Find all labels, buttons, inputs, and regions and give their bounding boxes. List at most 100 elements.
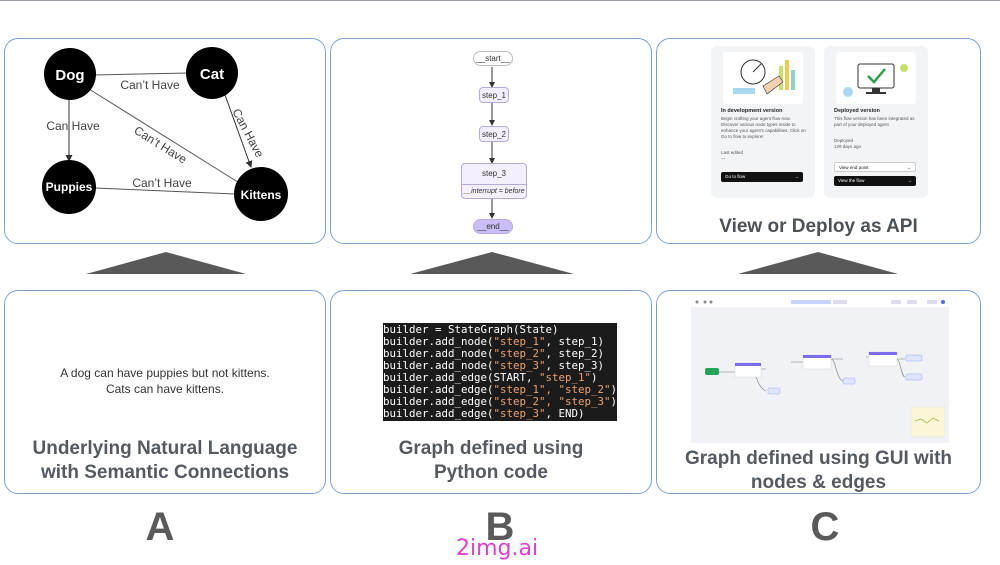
code-string: "step_3" [493, 407, 546, 420]
code-line: builder.add_node("step_1", step_1) [383, 336, 617, 348]
flow-step1-node: step_1 [479, 87, 509, 103]
up-arrow-b [410, 252, 574, 274]
code-text: ) [610, 383, 618, 396]
label-a: A [145, 505, 175, 549]
gui-caption: Graph defined using GUI with nodes & edg… [684, 448, 953, 493]
panel-b-flow: __start__ step_1 step_2 step_3 __interru… [330, 38, 652, 244]
deployed-illustration [836, 52, 916, 104]
view-the-flow-label: View the flow [838, 178, 865, 183]
flow-edges [489, 67, 495, 219]
code-line: builder.add_node("step_2", step_2) [383, 348, 617, 360]
dev-card-desc: Begin crafting your agent flow now. Disc… [721, 116, 806, 139]
python-code-caption: Graph defined using Python code [398, 438, 584, 483]
top-rule [0, 0, 1000, 1]
flow-step3-label: step_3 [481, 169, 507, 178]
node-cat-label: Cat [200, 66, 224, 83]
code-text: , step_2) [545, 347, 605, 360]
panel-a-text: A dog can have puppies but not kittens. … [4, 290, 326, 494]
code-text: builder.add_node( [383, 347, 494, 360]
go-to-flow-label: Go to flow [725, 174, 746, 179]
code-string: "step_2" [493, 347, 546, 360]
code-line: builder.add_edge("step_1", "step_2") [383, 384, 617, 396]
panel-a-graph: Dog Cat Puppies Kittens Can’t Have Can H… [4, 38, 326, 244]
code-line: builder = StateGraph(State) [383, 324, 617, 336]
deploy-caption: View or Deploy as API [719, 216, 918, 237]
arrow-right-icon: → [906, 165, 912, 170]
flow-start-node: __start__ [473, 51, 513, 66]
edge-cat-kittens [224, 94, 253, 168]
code-text: ) [591, 371, 598, 384]
natural-language-caption: Underlying Natural Language with Semanti… [32, 438, 298, 483]
flow-end-label: __end__ [477, 222, 509, 231]
flow-step1-label: step_1 [481, 91, 507, 100]
monitor-check-icon [843, 63, 908, 97]
code-line: builder.add_edge("step_3", END) [383, 408, 617, 420]
up-arrow-c [738, 252, 898, 274]
python-code-block: builder = StateGraph(State)builder.add_n… [383, 323, 618, 421]
code-line: builder.add_node("step_3", step_3) [383, 360, 617, 372]
deployed-card-title: Deployed version [834, 108, 880, 114]
code-string: "step_1" [493, 335, 546, 348]
deployed-card-desc: This flow version has been integrated as… [834, 116, 915, 127]
code-line: builder.add_edge("step_2", "step_3") [383, 396, 617, 408]
code-text: builder.add_edge(START, [383, 371, 540, 384]
node-puppies [42, 160, 96, 214]
code-text: builder.add_edge( [383, 407, 494, 420]
edge-label-dog-kittens: Can’t Have [132, 123, 190, 167]
arrow-right-icon: → [907, 178, 913, 183]
go-to-flow-button[interactable]: Go to flow → [721, 172, 803, 182]
node-kittens [234, 167, 288, 221]
dev-illustration [723, 52, 803, 104]
deployed-version-card: Deployed version This flow version has b… [824, 46, 928, 198]
edge-label-puppies-kittens: Can’t Have [132, 176, 192, 190]
node-cat [186, 47, 238, 99]
label-c: C [810, 505, 840, 549]
gui-graph-canvas [691, 297, 949, 438]
arrow-right-icon: → [794, 174, 800, 179]
flow-step3-node: step_3 __interrupt = before [461, 163, 527, 199]
semantic-graph: Dog Cat Puppies Kittens Can’t Have Can H… [42, 47, 288, 221]
natural-language-text: A dog can have puppies but not kittens. … [60, 366, 270, 396]
edge-label-dog-puppies: Can Have [46, 119, 100, 133]
code-text: builder.add_node( [383, 335, 494, 348]
edge-dog-kittens [88, 88, 242, 185]
code-string: "step_1", "step_2" [493, 383, 611, 396]
code-string: "step_3" [493, 359, 546, 372]
code-text: ) [610, 395, 618, 408]
view-endpoint-label: View end point [839, 165, 869, 170]
edge-label-cat-kittens: Can Have [229, 106, 267, 160]
view-the-flow-button[interactable]: View the flow → [834, 176, 916, 186]
flow-step2-node: step_2 [479, 126, 509, 142]
code-text: builder.add_edge( [383, 395, 494, 408]
deployed-card-meta-value: 129 days ago [834, 144, 862, 149]
code-text: , step_1) [545, 335, 605, 348]
up-arrow-a [86, 252, 246, 274]
node-puppies-label: Puppies [46, 180, 93, 194]
code-text: builder.add_node( [383, 359, 494, 372]
flow-start-label: __start__ [476, 54, 510, 63]
code-text: , END) [545, 407, 585, 420]
code-string: "step_1" [539, 371, 592, 384]
node-dog [44, 48, 96, 100]
dev-card-title: In development version [721, 108, 783, 114]
code-text: , step_3) [545, 359, 605, 372]
code-line: builder.add_edge(START, "step_1") [383, 372, 617, 384]
deployed-card-meta-label: Deployed [834, 138, 854, 143]
edge-dog-cat [93, 72, 190, 76]
watermark-text: 2img.ai [456, 536, 539, 561]
gui-editor-screenshot [691, 297, 949, 443]
flow-end-node: __end__ [473, 219, 513, 234]
edge-puppies-kittens [94, 187, 236, 195]
dev-version-card: In development version Begin crafting yo… [711, 46, 815, 198]
node-dog-label: Dog [55, 67, 84, 84]
panel-b-code: builder = StateGraph(State)builder.add_n… [330, 290, 652, 494]
flow-step2-label: step_2 [481, 130, 507, 139]
panel-c-deploy: In development version Begin crafting yo… [656, 38, 981, 244]
flow-interrupt-label: __interrupt = before [462, 184, 526, 195]
chart-illustration-icon [733, 59, 795, 95]
code-text: builder = StateGraph(State) [383, 323, 559, 336]
code-text: builder.add_edge( [383, 383, 494, 396]
panel-c-gui: Graph defined using GUI with nodes & edg… [656, 290, 981, 494]
dev-card-meta-value: --- [721, 156, 726, 161]
view-endpoint-button[interactable]: View end point → [834, 162, 916, 172]
